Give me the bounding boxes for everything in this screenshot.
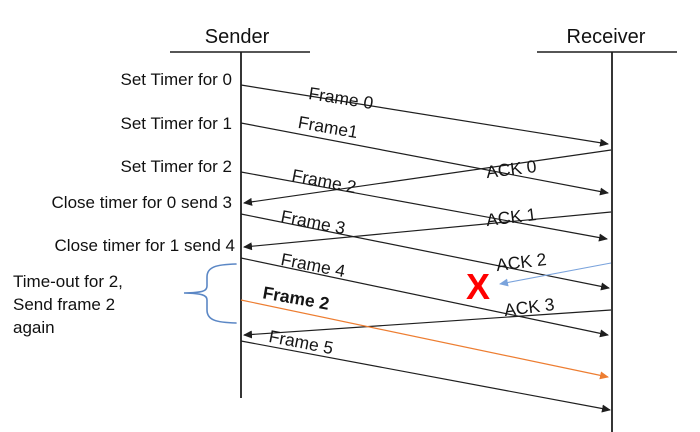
frame-0-arrow (240, 84, 609, 147)
sender-title: Sender (205, 26, 270, 48)
note-set-timer-1: Set Timer for 1 (121, 114, 232, 133)
ack-2-lost-arrow (499, 262, 612, 287)
timeout-brace (183, 263, 237, 324)
frame-4-label: Frame 4 (279, 249, 347, 281)
note-close-timer-1: Close timer for 1 send 4 (55, 236, 235, 255)
frame-0-label: Frame 0 (307, 83, 375, 113)
ack-1-arrow (243, 211, 612, 251)
frame-2-arrow (240, 171, 608, 242)
frame-4-arrow (240, 257, 609, 338)
note-close-timer-0: Close timer for 0 send 3 (52, 193, 232, 212)
ack-2-label: ACK 2 (495, 249, 548, 275)
note-set-timer-0: Set Timer for 0 (121, 70, 232, 89)
note-timeout-line2: Send frame 2 (13, 295, 115, 314)
ack-1-label: ACK 1 (485, 204, 538, 230)
note-set-timer-2: Set Timer for 2 (121, 157, 232, 176)
receiver-title: Receiver (567, 26, 646, 48)
note-timeout-line1: Time-out for 2, (13, 272, 123, 291)
frame-1-arrow (240, 122, 609, 196)
frame-1-label: Frame1 (297, 112, 360, 142)
note-timeout-line3: again (13, 318, 55, 337)
ack-3-label: ACK 3 (503, 294, 556, 320)
frame-2-retransmit-label: Frame 2 (261, 282, 331, 313)
frame-2-label: Frame 2 (290, 165, 358, 197)
frame-3-arrow (240, 213, 610, 291)
frame-2-retransmit-arrow (240, 299, 609, 380)
ack-0-arrow (243, 149, 612, 206)
frame-5-arrow (240, 340, 611, 413)
packet-loss-x-icon: X (466, 266, 490, 307)
frame-3-label: Frame 3 (279, 206, 347, 238)
ack-3-arrow (243, 309, 612, 339)
